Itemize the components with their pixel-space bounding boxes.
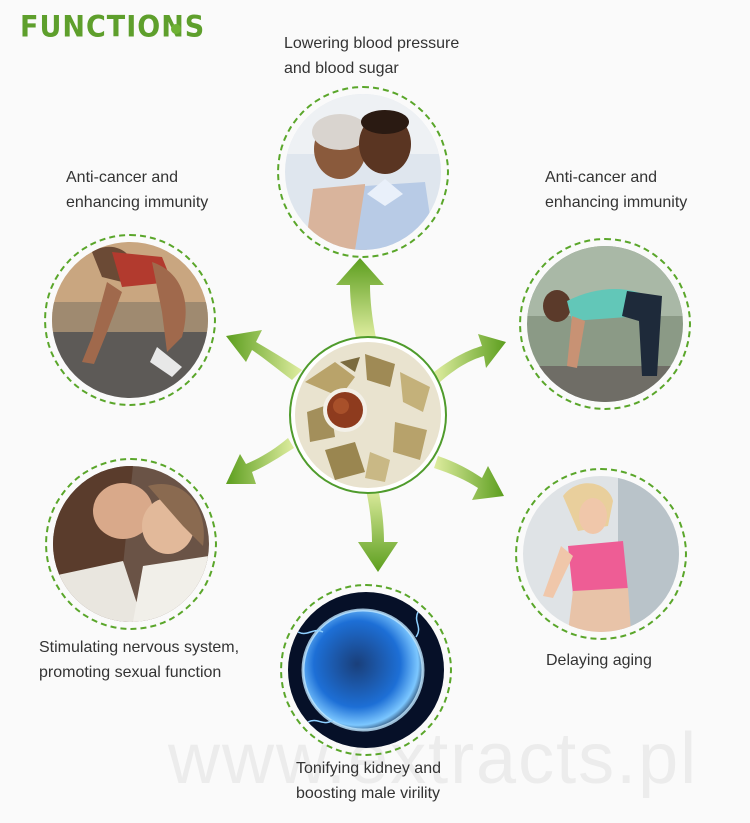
herb-powder-image [295,342,441,488]
label-left-bottom-line1: Stimulating nervous system, [39,639,240,656]
arrow-upper-right [434,334,506,382]
label-left-top-line1: Anti-cancer and [66,169,179,186]
function-circle-right-top [519,238,691,410]
label-left-bottom: Stimulating nervous system, promoting se… [39,635,239,685]
arrow-upper-left [226,330,302,380]
label-left-bottom-line2: promoting sexual function [39,664,222,681]
label-left-top: Anti-cancer and enhancing immunity [66,165,208,215]
function-circle-top [277,86,449,258]
label-top-line2: and blood sugar [284,60,399,77]
watermark: www.extracts.pl [168,719,699,799]
arrow-lower-right [434,456,504,500]
label-right-top-line1: Anti-cancer and [545,169,658,186]
label-right-top: Anti-cancer and enhancing immunity [545,165,687,215]
title-bullet-dot [171,24,181,34]
cell-photo [288,592,444,748]
label-bottom-line2: boosting male virility [296,785,441,802]
label-right-bottom: Delaying aging [546,652,652,669]
function-circle-bottom [280,584,452,756]
label-bottom: Tonifying kidney and boosting male viril… [296,756,441,806]
function-circle-left-bottom [45,458,217,630]
function-circle-left-top [44,234,216,406]
kissing-couple-photo [53,466,209,622]
arrow-lower-left [226,438,294,484]
function-circle-right-bottom [515,468,687,640]
runner-photo [52,242,208,398]
label-top-line1: Lowering blood pressure [284,35,460,52]
arrow-up [336,258,384,338]
couple-photo [285,94,441,250]
label-top: Lowering blood pressure and blood sugar [284,31,459,81]
arrow-down [358,488,398,572]
stretching-woman-photo [527,246,683,402]
label-right-top-line2: enhancing immunity [545,194,688,211]
label-left-top-line2: enhancing immunity [66,194,209,211]
label-bottom-line1: Tonifying kidney and [296,760,441,777]
jogging-woman-photo [523,476,679,632]
